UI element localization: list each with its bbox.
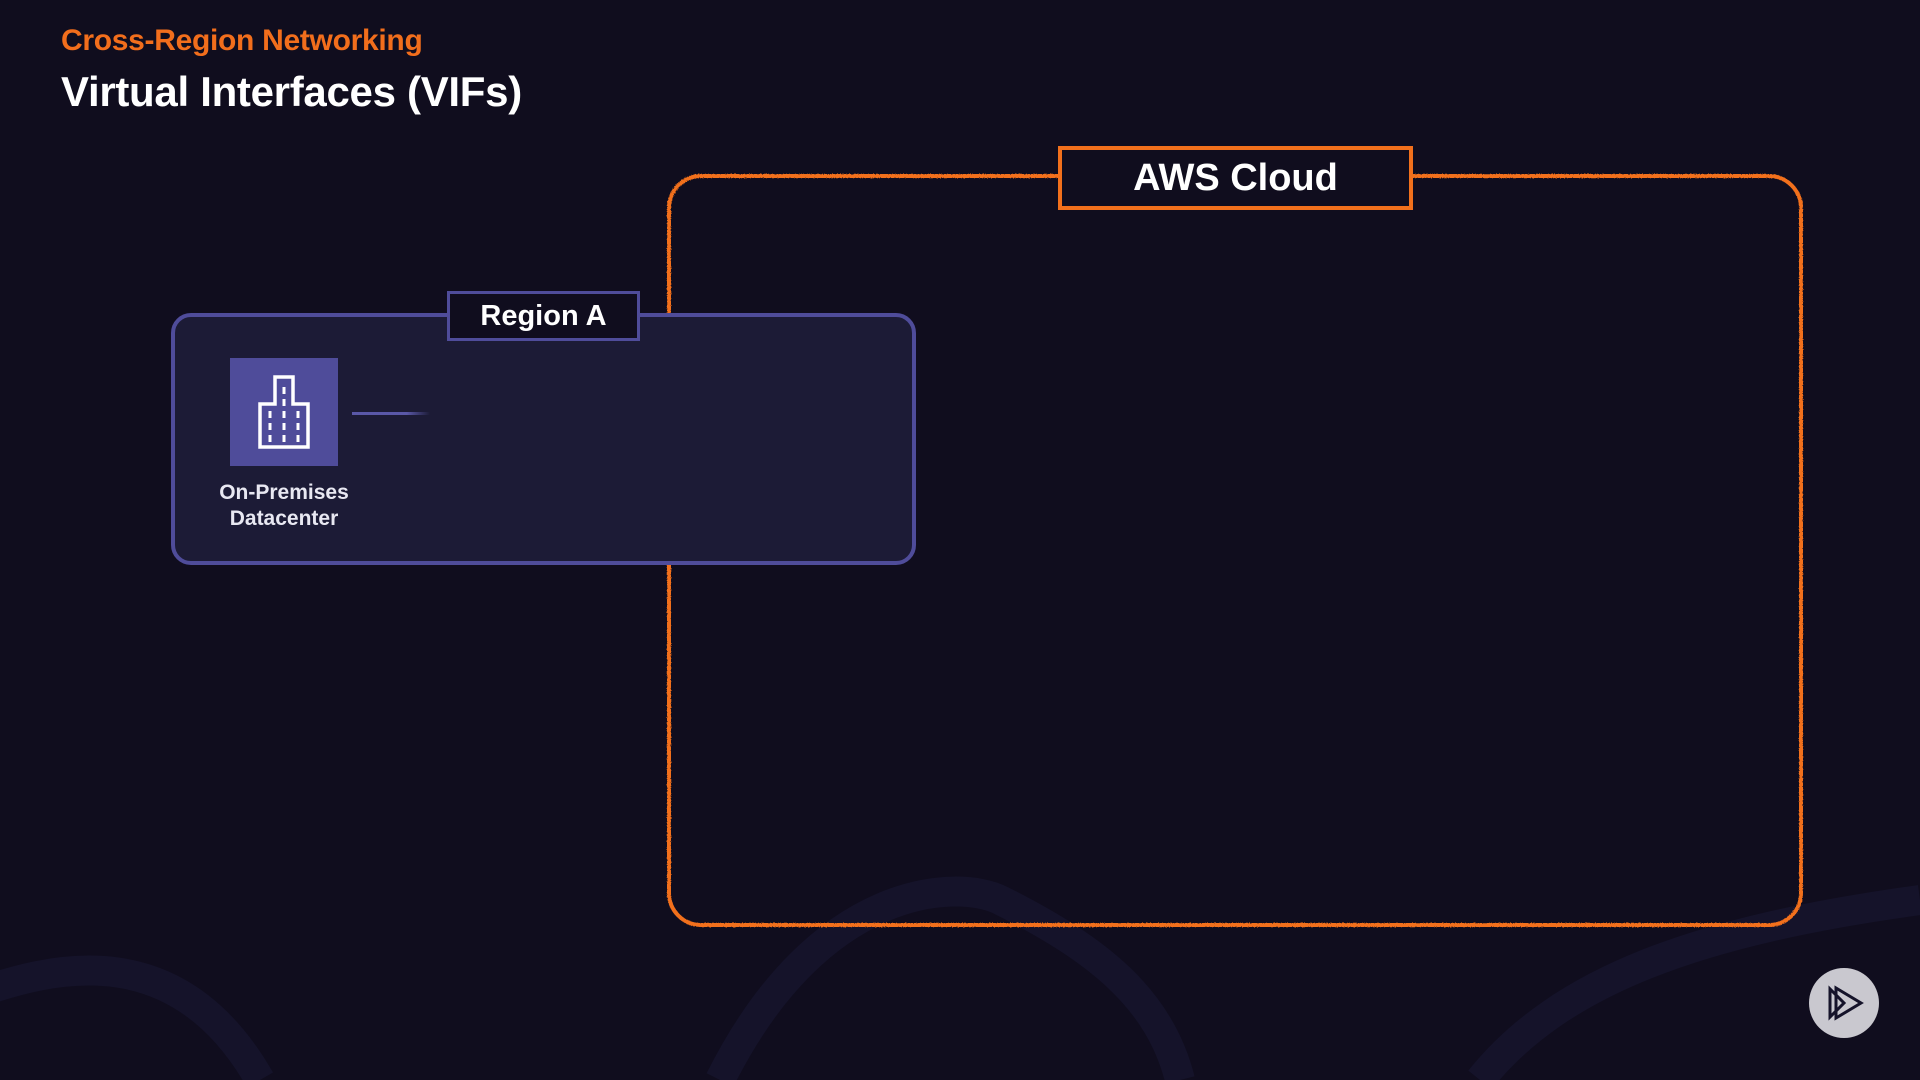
region-a-label: Region A <box>447 291 640 341</box>
datacenter-label-line1: On-Premises <box>219 481 349 504</box>
office-building-icon <box>230 358 338 466</box>
slide-title: Virtual Interfaces (VIFs) <box>61 68 522 115</box>
play-button[interactable] <box>1809 968 1879 1038</box>
section-subtitle: Cross-Region Networking <box>61 24 423 57</box>
pluralsight-play-icon <box>1828 985 1864 1021</box>
connection-line <box>352 412 430 415</box>
datacenter-label-line2: Datacenter <box>229 507 339 530</box>
aws-cloud-label: AWS Cloud <box>1058 146 1413 210</box>
datacenter-label: On-Premises Datacenter <box>194 480 374 532</box>
